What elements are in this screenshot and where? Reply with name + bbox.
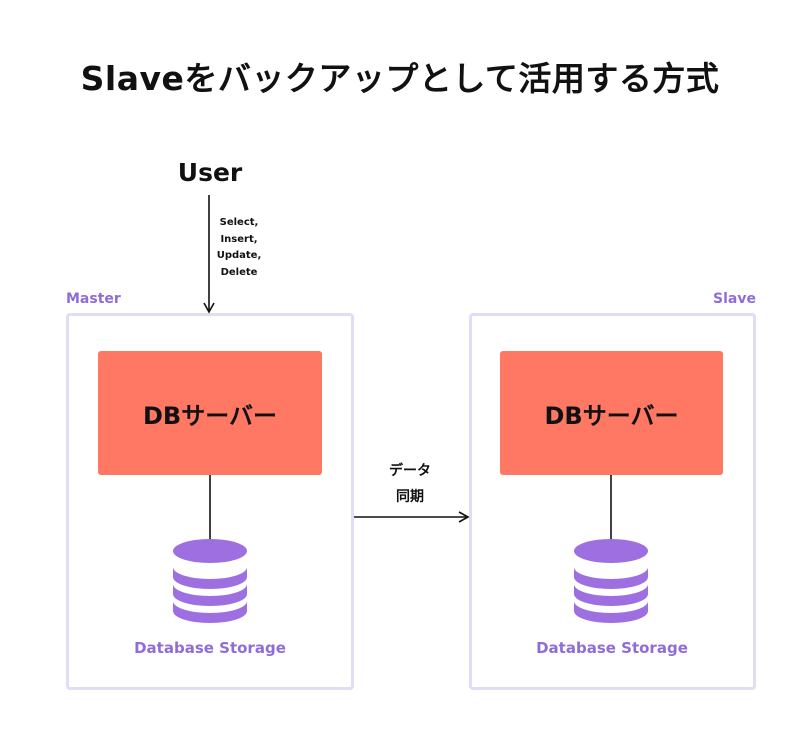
operation-select: Select, xyxy=(219,217,259,228)
operation-delete: Delete xyxy=(220,266,258,278)
slave-label: Slave xyxy=(713,291,756,307)
user-operations: Select, Insert, Update, Delete xyxy=(214,215,264,281)
slave-box xyxy=(469,313,756,690)
sync-label-line-2: 同期 xyxy=(396,489,424,505)
slave-db-server: DBサーバー xyxy=(500,351,723,475)
master-label: Master xyxy=(66,291,121,307)
sync-label-line-1: データ xyxy=(389,463,431,479)
master-database-icon xyxy=(173,539,247,623)
operation-update: Update, xyxy=(216,250,262,261)
user-label: User xyxy=(177,158,243,187)
slave-database-icon xyxy=(574,539,648,623)
master-db-server: DBサーバー xyxy=(98,351,322,475)
operation-insert: Insert, xyxy=(220,233,258,245)
sync-label: データ 同期 xyxy=(380,458,440,510)
slave-storage-label: Database Storage xyxy=(536,639,688,657)
master-box xyxy=(66,313,354,690)
diagram-title: Slaveをバックアップとして活用する方式 xyxy=(80,59,720,98)
master-storage-label: Database Storage xyxy=(134,639,286,657)
